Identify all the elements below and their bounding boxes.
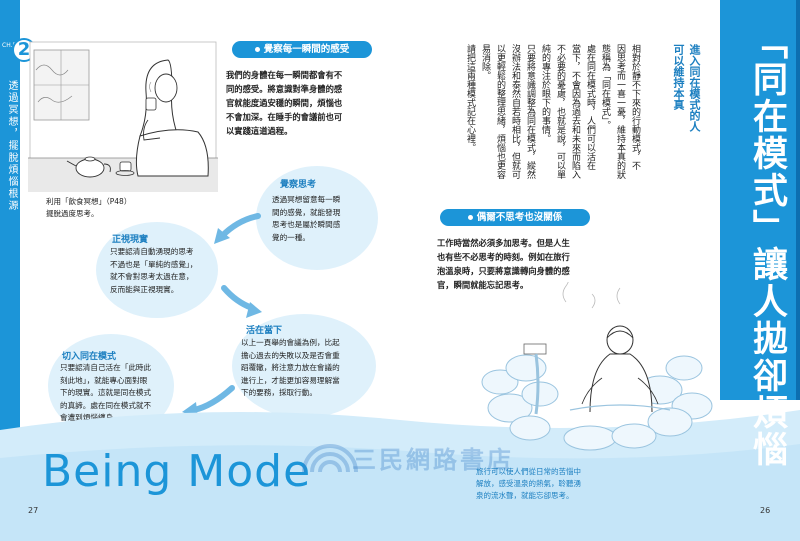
page-title: 「同在模式」讓人拋卻煩惱 <box>747 24 787 468</box>
bubble-line: 透過冥想留意每一瞬 <box>272 195 341 204</box>
bubble-body: 以上一頁舉的會議為例，比起 擔心過去的失敗以及是否會重 蹈覆轍，將注意力放在會議… <box>241 337 340 400</box>
bubble-title: 正視現實 <box>112 235 149 245</box>
bubble-body: 只要認清自動湧現的思考 不過也是「單純的感覺」， 就不會對思考太過在意， 反而能… <box>110 246 197 296</box>
bath-caption: 旅行可以使人們從日常的苦惱中 解放，感受溫泉的熱氣，聆聽湧 泉的流水聲，就能忘卻… <box>476 466 581 502</box>
bubble-line: 蹈覆轍，將注意力放在會議的 <box>241 363 340 372</box>
column-line: 因思考而一喜一憂，維持本真的狀 <box>615 44 625 179</box>
bubble-line: 下的現實。這就是同在模式 <box>60 388 152 397</box>
column-line: 不必要的憂慮，也就是說，可以單 <box>555 44 565 179</box>
body-line: 官就能度過安穩的瞬間，煩惱也 <box>226 98 343 108</box>
bubble-line: 以上一頁舉的會議為例，比起 <box>241 338 340 347</box>
bubble-line: 下的要務，採取行動。 <box>241 388 317 397</box>
subhead-vertical: 進入同在模式的人 可以維持本真 <box>670 44 702 132</box>
body-line: 不會加深。在睡手的會議前也可 <box>226 112 343 122</box>
bubble-line: 只要認清自己活在「此時此 <box>60 363 152 372</box>
body-line: 工作時當然必須多加思考。但是人生 <box>437 238 570 248</box>
chapter-title: 透過冥想，擺脫煩惱根源 <box>6 80 17 212</box>
page-number-left: 27 <box>28 506 39 515</box>
body-line: 我們的身體在每一瞬間都會有不 <box>226 70 343 80</box>
caption-line: 旅行可以使人們從日常的苦惱中 <box>476 467 581 476</box>
bubble-line: 思考也是屬於瞬間感 <box>272 220 341 229</box>
chapter-label: CH.57 <box>2 42 21 49</box>
section-heading-text: 覺察每一瞬間的感受 <box>263 44 350 55</box>
body-line: 泡溫泉時，只要將意識轉向身體的感 <box>437 266 570 276</box>
arrow-icon <box>221 285 262 318</box>
section-heading-awareness: 覺察每一瞬間的感受 <box>232 41 372 58</box>
section1-body: 我們的身體在每一瞬間都會有不 同的感受。將意識對準身體的感 官就能度過安穩的瞬間… <box>226 68 342 138</box>
chapter-side-strip <box>0 0 20 541</box>
being-mode-title: Being Mode <box>42 446 312 497</box>
bubble-line: 間的感覺，就能發現 <box>272 207 341 217</box>
bubble-line: 進行上，才能更加容易理解當 <box>241 375 340 385</box>
caption-line: 擺脫過度思考。 <box>46 209 99 218</box>
hot-spring-bath-illustration <box>481 282 713 451</box>
bubble-line: 就不會對思考太過在意， <box>110 272 194 281</box>
column-line: 處在同在模式時，人們可以活在 <box>585 44 595 170</box>
bubble-line: 的真諦。處在同在模式就不 <box>60 400 152 410</box>
body-line: 也有些不必思考的時刻。例如在旅行 <box>437 252 570 262</box>
page-title-band <box>720 0 800 400</box>
bubble-body: 只要認清自己活在「此時此 刻此地」，就能專心面對眼 下的現實。這就是同在模式 的… <box>60 362 151 425</box>
bubble-line: 不過也是「單純的感覺」， <box>110 259 198 269</box>
body-line: 同的感受。將意識對準身體的感 <box>226 84 343 94</box>
bullet-dot <box>254 47 260 52</box>
bubble-line: 反而能與正視現實。 <box>110 284 179 294</box>
bubble-body: 透過冥想留意每一瞬 間的感覺，就能發現 思考也是屬於瞬間感 覺的一種。 <box>272 194 340 244</box>
bubble-title: 覺察思考 <box>280 180 317 190</box>
caption-line: 利用「飲食冥想」（P48） <box>46 197 132 206</box>
bubble-line: 擔心過去的失敗以及是否會重 <box>241 350 340 360</box>
section2-body: 工作時當然必須多加思考。但是人生 也有些不必思考的時刻。例如在旅行 泡溫泉時，只… <box>437 236 570 292</box>
bullet-dot <box>467 215 473 220</box>
bubble-title: 活在當下 <box>246 326 283 336</box>
column-line: 請把這兩種模式記在心裡。 <box>465 44 475 152</box>
column-line: 純的專注於眼下的事情。 <box>540 44 550 143</box>
bubble-face-reality <box>96 222 218 318</box>
vertical-text-block-1: 相對於靜不下來的行動模式，不 因思考而一喜一憂，維持本真的狀 態稱為「同在模式」… <box>462 44 642 194</box>
column-line: 只要將意識調整為同在模式，縱然 <box>525 44 535 179</box>
caption-line: 泉的流水聲，就能忘卻思考。 <box>476 491 574 500</box>
watermark-logo-icon <box>302 444 358 473</box>
page-number-right: 26 <box>760 506 771 515</box>
bubble-line: 會遭到煩惱纏身。 <box>60 413 121 422</box>
section-heading-text: 偶爾不思考也沒關係 <box>476 212 563 223</box>
section-heading-no-thinking: 偶爾不思考也沒關係 <box>440 209 590 226</box>
bubble-line: 覺的一種。 <box>272 232 310 242</box>
illustration-caption: 利用「飲食冥想」（P48） 擺脫過度思考。 <box>46 196 131 220</box>
bubble-live-now <box>232 314 376 418</box>
arrow-icon <box>214 213 261 244</box>
body-line: 以實踐這道過程。 <box>226 126 293 136</box>
body-line: 官，瞬間就能忘記思考。 <box>437 280 529 290</box>
column-line: 以更輕鬆的整理思緒，煩惱也更容 <box>495 44 505 179</box>
column-line: 態稱為「同在模式」。 <box>600 44 610 130</box>
subhead-line: 進入同在模式的人 <box>688 44 701 132</box>
title-band-edge <box>796 0 800 400</box>
bubble-title: 切入同在模式 <box>62 352 117 362</box>
store-watermark: 三民網路書店 <box>352 446 514 474</box>
column-line: 易消除。 <box>480 44 490 80</box>
bubble-notice-thoughts <box>256 166 378 270</box>
subhead-line: 可以維持本真 <box>672 44 685 110</box>
caption-line: 解放，感受溫泉的熱氣，聆聽湧 <box>476 479 581 488</box>
woman-drinking-tea-illustration <box>28 41 218 192</box>
column-line: 沒辦法和泰然自若時相比，但就可 <box>510 44 520 179</box>
bubble-line: 刻此地」，就能專心面對眼 <box>60 375 148 385</box>
column-line: 當下，不會因為過去和未來而陷入 <box>570 44 580 179</box>
column-line: 相對於靜不下來的行動模式，不 <box>630 44 640 170</box>
bubble-line: 只要認清自動湧現的思考 <box>110 247 194 256</box>
